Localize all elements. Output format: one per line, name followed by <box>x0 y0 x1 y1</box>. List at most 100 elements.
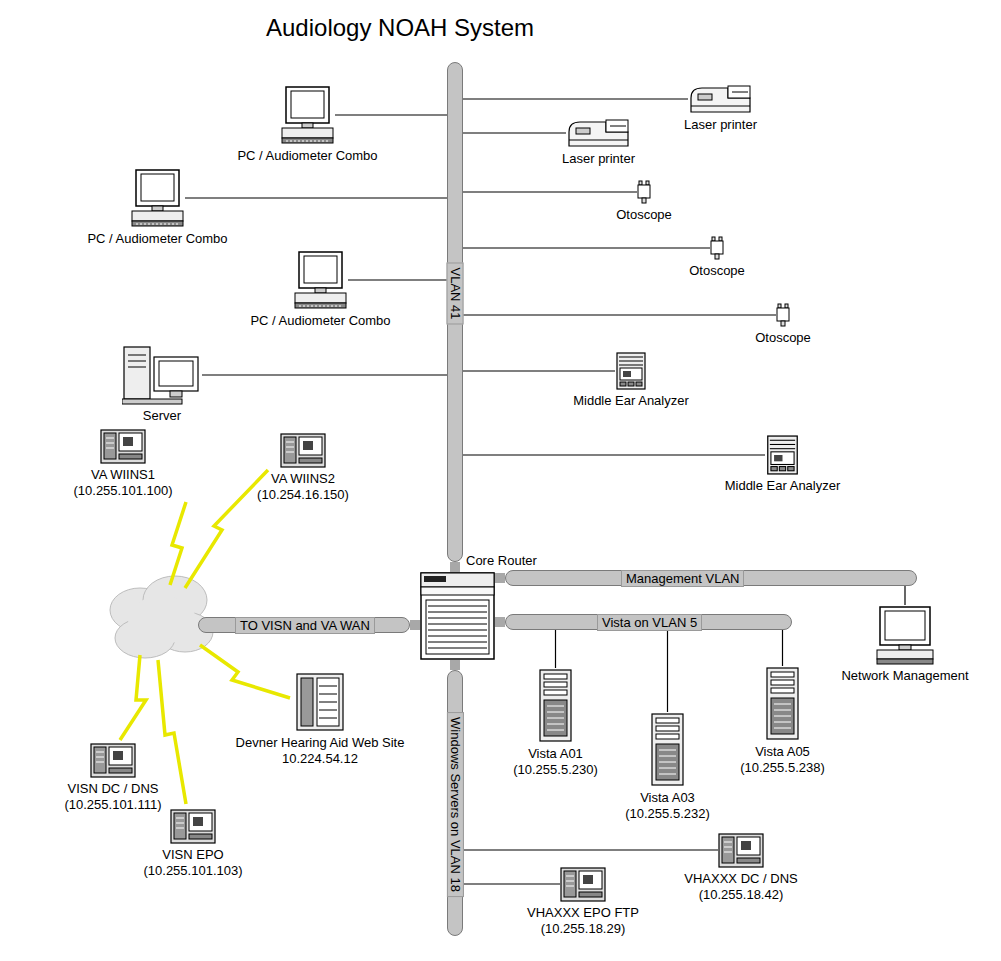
tower-icon <box>765 666 800 741</box>
trunk-link <box>410 620 420 630</box>
network-link <box>904 586 905 605</box>
trunk-link <box>450 562 460 572</box>
network-link <box>463 454 765 455</box>
device-text: PC / Audiometer Combo <box>87 231 227 247</box>
network-link <box>463 191 637 192</box>
device-text: VISN EPO <box>143 847 242 863</box>
ws-icon <box>280 432 326 468</box>
band-label: Vista on VLAN 5 <box>597 614 702 631</box>
pc-icon <box>280 85 335 145</box>
pc-icon <box>293 250 348 310</box>
device-node: Middle Ear Analyzer <box>615 352 647 390</box>
network-link <box>555 630 556 668</box>
wireless-links <box>120 470 290 804</box>
network-link <box>463 314 776 315</box>
ws-icon <box>170 808 216 844</box>
device-label: Otoscope <box>616 207 672 223</box>
device-label: Laser printer <box>684 117 757 133</box>
network-band: Management VLAN <box>505 570 917 586</box>
device-label: Server <box>143 408 181 424</box>
device-node: Otoscope <box>776 303 790 327</box>
network-link <box>335 114 447 115</box>
device-label: PC / Audiometer Combo <box>237 148 377 164</box>
band-label: Management VLAN <box>621 570 744 587</box>
device-text: VHAXXX EPO FTP <box>527 905 639 921</box>
device-label: Middle Ear Analyzer <box>725 478 841 494</box>
oto-icon <box>710 236 724 260</box>
web-icon <box>295 672 345 732</box>
device-text: Laser printer <box>684 117 757 133</box>
device-text: Vista A05 <box>740 744 825 760</box>
analyzer-icon <box>615 352 647 390</box>
trunk-link <box>495 617 505 627</box>
printer-icon <box>566 118 631 148</box>
device-label: Vista A01(10.255.5.230) <box>513 746 598 778</box>
ws-icon <box>100 428 146 464</box>
device-text: VISN DC / DNS <box>64 781 161 797</box>
oto-icon <box>637 180 651 204</box>
device-text: (10.255.101.100) <box>73 483 172 499</box>
server-icon <box>122 345 202 405</box>
device-text: (10.255.5.238) <box>740 760 825 776</box>
device-label: Middle Ear Analyzer <box>573 393 689 409</box>
device-label: VISN EPO(10.255.101.103) <box>143 847 242 879</box>
network-link <box>463 883 560 884</box>
device-node: VA WIINS1(10.255.101.100) <box>100 428 146 464</box>
device-node: Vista A03(10.255.5.232) <box>650 712 685 787</box>
device-node: Middle Ear Analyzer <box>765 435 800 475</box>
device-label: VISN DC / DNS(10.255.101.111) <box>64 781 161 813</box>
device-text: Core Router <box>466 553 537 569</box>
device-label: Otoscope <box>755 330 811 346</box>
device-label: Network Management <box>841 668 968 684</box>
device-node: Server <box>122 345 202 405</box>
device-label: VA WIINS2(10.254.16.150) <box>257 471 349 503</box>
device-node: Laser printer <box>688 84 753 114</box>
device-node: Vista A01(10.255.5.230) <box>538 668 573 743</box>
network-band: VLAN 41 <box>447 62 463 562</box>
band-label: Windows Servers on VLAN 18 <box>447 712 464 897</box>
network-link <box>463 247 710 248</box>
network-link <box>782 630 783 666</box>
network-band: TO VISN and VA WAN <box>198 617 410 633</box>
network-band: Windows Servers on VLAN 18 <box>447 670 463 936</box>
ws-icon <box>90 742 136 778</box>
device-text: VHAXXX DC / DNS <box>684 871 797 887</box>
network-link <box>463 849 718 850</box>
device-text: PC / Audiometer Combo <box>250 313 390 329</box>
network-link <box>463 98 688 99</box>
device-text: Otoscope <box>689 263 745 279</box>
network-link <box>202 374 447 375</box>
band-label: VLAN 41 <box>447 262 464 324</box>
device-text: Otoscope <box>755 330 811 346</box>
router-icon <box>420 572 495 660</box>
wan-cloud <box>110 576 213 658</box>
device-text: (10.255.5.230) <box>513 762 598 778</box>
device-node: Otoscope <box>637 180 651 204</box>
device-text: 10.224.54.12 <box>236 751 405 767</box>
device-text: Laser printer <box>562 151 635 167</box>
device-label: PC / Audiometer Combo <box>87 231 227 247</box>
device-node: PC / Audiometer Combo <box>280 85 335 145</box>
device-label: Vista A05(10.255.5.238) <box>740 744 825 776</box>
tower-icon <box>650 712 685 787</box>
network-link <box>463 132 566 133</box>
device-node: Network Management <box>875 605 935 665</box>
network-band: Vista on VLAN 5 <box>505 614 792 630</box>
device-label: PC / Audiometer Combo <box>250 313 390 329</box>
device-text: Vista A03 <box>625 790 710 806</box>
device-text: Server <box>143 408 181 424</box>
pc-icon <box>130 168 185 228</box>
ws-icon <box>560 866 606 902</box>
mon-icon <box>875 605 935 665</box>
device-text: Network Management <box>841 668 968 684</box>
device-node: VISN DC / DNS(10.255.101.111) <box>90 742 136 778</box>
device-text: PC / Audiometer Combo <box>237 148 377 164</box>
diagram-title: Audiology NOAH System <box>266 14 534 42</box>
router-node: Core Router <box>420 572 495 660</box>
device-text: VA WIINS1 <box>73 467 172 483</box>
device-label: Devner Hearing Aid Web Site10.224.54.12 <box>236 735 405 767</box>
device-label: Laser printer <box>562 151 635 167</box>
printer-icon <box>688 84 753 114</box>
device-node: Otoscope <box>710 236 724 260</box>
network-link <box>185 197 447 198</box>
